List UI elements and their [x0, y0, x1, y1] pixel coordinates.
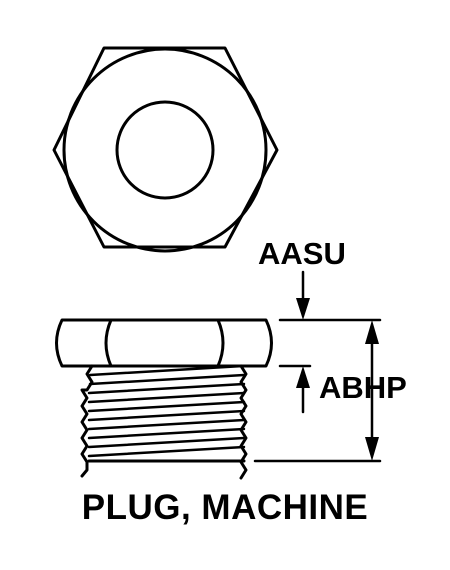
thread-lines [87, 364, 246, 458]
dimension-label-aasu: AASU [258, 236, 346, 271]
hex-flat-left [104, 318, 113, 368]
aasu-arrow-up [296, 366, 310, 388]
outer-bearing-circle [62, 47, 268, 253]
aasu-arrow-down [296, 298, 310, 320]
thread-left-flank [80, 364, 94, 478]
center-bore-circle [115, 100, 215, 200]
dimension-label-abhp: ABHP [319, 370, 407, 405]
hex-outline [52, 46, 279, 249]
abhp-arrow-up [365, 320, 379, 344]
extension-lines [253, 318, 382, 463]
abhp-arrow-down [365, 437, 379, 461]
hex-head-outline [55, 318, 273, 368]
diagram-title: PLUG, MACHINE [81, 488, 369, 527]
hex-flat-right [216, 318, 225, 368]
side-view-hex-head [55, 318, 273, 368]
top-view-hex-nut [52, 46, 279, 253]
